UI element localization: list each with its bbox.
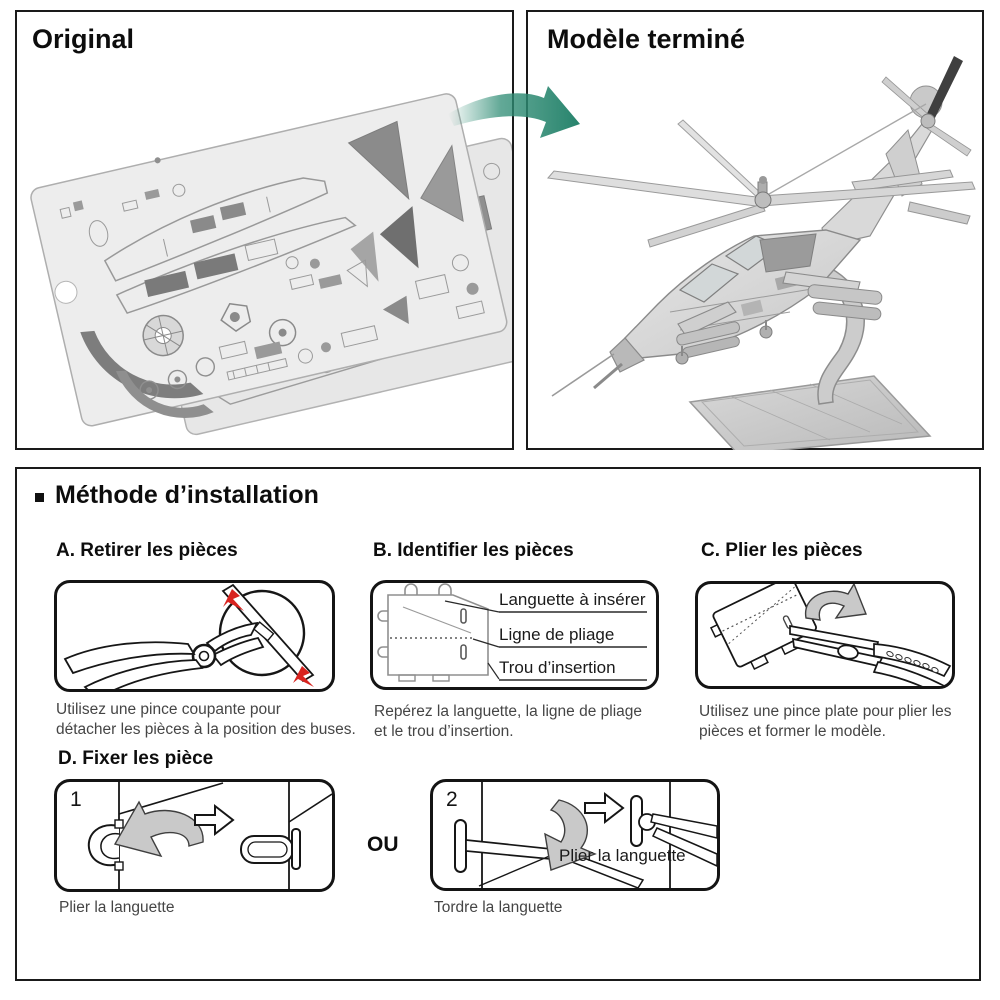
finished-model-panel-title: Modèle terminé <box>547 24 746 54</box>
installation-title: Méthode d’installation <box>55 481 319 509</box>
step-a-diagram <box>54 580 335 692</box>
option2-inner-label: Plier la languette <box>559 846 686 865</box>
installation-header: Méthode d’installation <box>33 481 319 510</box>
bullet-square-icon <box>35 493 44 502</box>
option2-number: 2 <box>446 788 458 811</box>
fold-tab-illustration <box>87 782 332 889</box>
original-panel: Original <box>15 10 514 450</box>
or-label: OU <box>367 833 399 856</box>
metal-part-sheets-photo <box>30 93 512 436</box>
step-d-heading: D. Fixer les pièce <box>58 748 214 769</box>
step-b-caption: Repérez la languette, la ligne de pliage… <box>374 703 642 741</box>
twist-tab-illustration <box>454 782 717 888</box>
label-insertion-hole: Trou d’insertion <box>499 658 616 677</box>
step-a-caption: Utilisez une pince coupante pour détache… <box>56 701 356 739</box>
installation-panel: Méthode d’installation A. Retirer les pi… <box>15 467 981 981</box>
option1-caption: Plier la languette <box>59 899 175 916</box>
step-b-heading: B. Identifier les pièces <box>373 540 574 561</box>
step-d-option1-diagram: 1 <box>54 779 335 892</box>
step-b-diagram: Languette à insérer Ligne de pliage Trou… <box>370 580 659 690</box>
option2-caption: Tordre la languette <box>434 899 563 916</box>
curved-green-arrow-icon <box>446 82 586 150</box>
cutting-pliers-illustration <box>63 583 315 689</box>
original-panel-title: Original <box>32 24 135 54</box>
step-c-caption: Utilisez une pince plate pour plier les … <box>699 703 952 741</box>
step-d-option2-diagram: 2 Plier <box>430 779 720 891</box>
helicopter-model-photo <box>547 56 976 450</box>
option1-number: 1 <box>70 788 82 811</box>
label-fold-line: Ligne de pliage <box>499 625 615 644</box>
flat-pliers-illustration <box>709 584 952 686</box>
label-tab-to-insert: Languette à insérer <box>499 590 646 609</box>
finished-model-panel: Modèle terminé <box>526 10 984 450</box>
step-c-diagram <box>695 581 955 689</box>
step-a-heading: A. Retirer les pièces <box>56 540 238 561</box>
step-c-heading: C. Plier les pièces <box>701 540 863 561</box>
part-anatomy-illustration <box>377 583 647 682</box>
